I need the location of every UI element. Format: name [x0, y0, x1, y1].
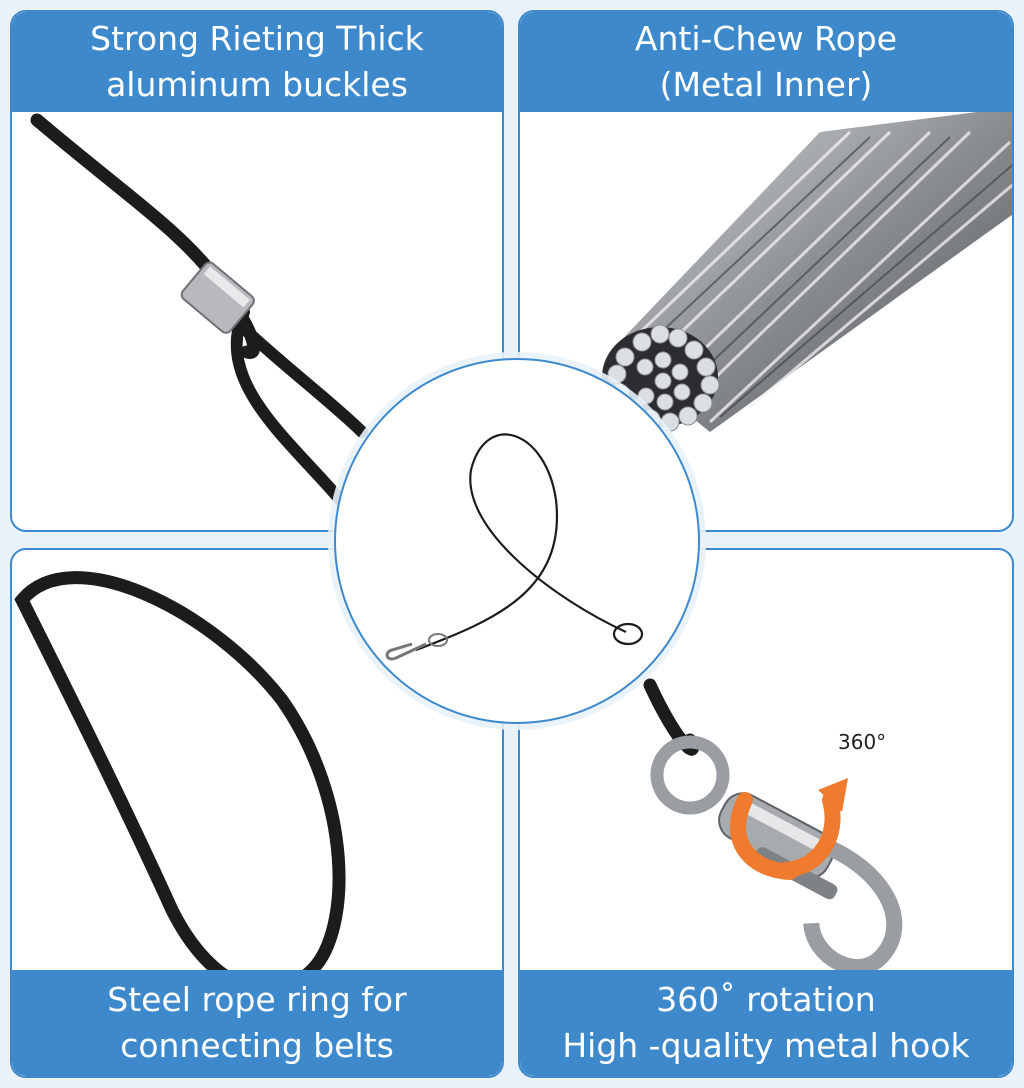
- swivel-hook-image: [643, 678, 903, 975]
- cable-sleeve-image: [30, 113, 368, 508]
- title-line-2: High -quality metal hook: [562, 1026, 970, 1065]
- banner-steel-rope-ring: Steel rope ring for connecting belts: [12, 970, 502, 1076]
- rotation-degree-label: 360°: [838, 730, 887, 754]
- title-line-2: aluminum buckles: [106, 65, 408, 104]
- title-line-1: Strong Rieting Thick: [90, 19, 424, 58]
- banner-anti-chew-rope: Anti-Chew Rope (Metal Inner): [520, 12, 1012, 112]
- title-line-1: Steel rope ring for: [107, 980, 407, 1019]
- title-line-1: 360˚ rotation: [656, 980, 876, 1019]
- title-line-1: Anti-Chew Rope: [634, 19, 898, 58]
- panel-aluminum-buckles: Strong Rieting Thick aluminum buckles: [10, 10, 504, 532]
- banner-rotation-hook: 360˚ rotation High -quality metal hook: [520, 970, 1012, 1076]
- center-product-circle: [334, 358, 700, 724]
- cable-loop-image: [14, 571, 346, 997]
- title-line-2: (Metal Inner): [659, 65, 873, 104]
- banner-aluminum-buckles: Strong Rieting Thick aluminum buckles: [12, 12, 502, 112]
- steel-rope-image: [602, 107, 1012, 432]
- panel-steel-rope-ring: Steel rope ring for connecting belts: [10, 548, 504, 1078]
- full-cable-image: [385, 433, 644, 661]
- panel-rotation-hook: 360˚ rotation High -quality metal hook: [518, 548, 1014, 1078]
- panel-anti-chew-rope: Anti-Chew Rope (Metal Inner): [518, 10, 1014, 532]
- title-line-2: connecting belts: [120, 1026, 394, 1065]
